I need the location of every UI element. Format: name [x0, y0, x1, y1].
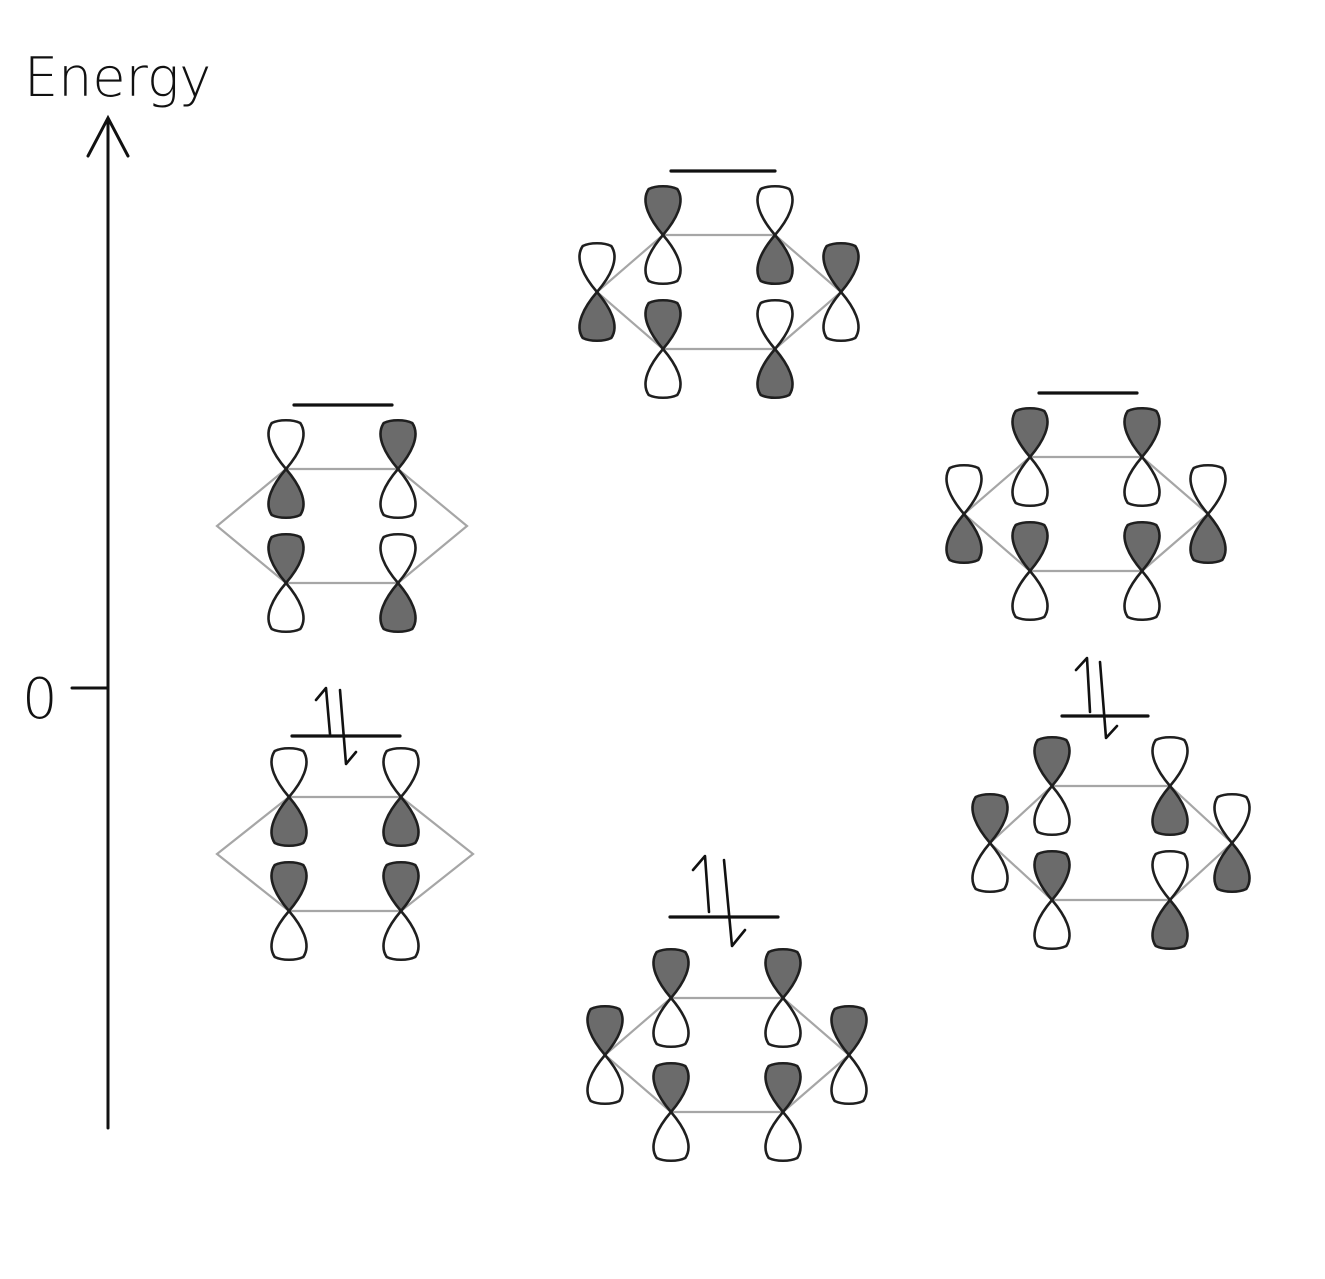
upper-lobe-atom-6 — [578, 241, 616, 294]
energy-axis-arrowhead — [86, 114, 130, 158]
upper-lobe-atom-6 — [586, 1004, 624, 1057]
orbital-psi5 — [945, 406, 1227, 622]
upper-lobe-atom-1 — [267, 418, 305, 471]
upper-lobe-atom-2 — [1123, 406, 1161, 459]
lower-lobe-atom-1 — [270, 795, 308, 848]
lower-lobe-atom-1 — [644, 233, 682, 286]
upper-lobe-atom-1 — [270, 746, 308, 799]
orbital-psi2 — [971, 735, 1251, 951]
upper-lobe-atom-3 — [822, 241, 860, 294]
upper-lobe-atom-2 — [382, 746, 420, 799]
orbital-psi1 — [586, 947, 868, 1163]
lower-lobe-atom-1 — [1011, 455, 1049, 508]
upper-lobe-atom-1 — [1033, 735, 1071, 788]
ring-bonds — [988, 784, 1234, 902]
lower-lobe-atom-4 — [756, 347, 794, 400]
upper-lobe-atom-2 — [1151, 735, 1189, 788]
orbital-psi4 — [215, 418, 469, 634]
lower-lobe-atom-4 — [382, 909, 420, 962]
upper-lobe-atom-5 — [652, 1061, 690, 1114]
upper-lobe-atom-5 — [270, 860, 308, 913]
lower-lobe-atom-2 — [382, 795, 420, 848]
orbital-psi6 — [578, 184, 860, 400]
upper-lobe-atom-5 — [1033, 849, 1071, 902]
ring-bonds — [215, 467, 469, 585]
lower-lobe-atom-3 — [830, 1053, 868, 1106]
spin-down-arrow — [1098, 660, 1119, 740]
lower-lobe-atom-4 — [764, 1110, 802, 1163]
ring-bonds — [603, 996, 851, 1114]
spin-up-arrow — [314, 686, 332, 736]
lower-lobe-atom-5 — [644, 347, 682, 400]
upper-lobe-atom-3 — [1213, 792, 1251, 845]
upper-lobe-atom-1 — [652, 947, 690, 1000]
lower-lobe-atom-4 — [1151, 898, 1189, 951]
upper-lobe-atom-3 — [830, 1004, 868, 1057]
upper-lobe-atom-6 — [945, 463, 983, 516]
lower-lobe-atom-6 — [586, 1053, 624, 1106]
upper-lobe-atom-6 — [971, 792, 1009, 845]
lower-lobe-atom-5 — [270, 909, 308, 962]
upper-lobe-atom-1 — [644, 184, 682, 237]
lower-lobe-atom-4 — [379, 581, 417, 634]
orbital-drawings — [215, 184, 1251, 1163]
upper-lobe-atom-5 — [1011, 520, 1049, 573]
energy-levels — [290, 169, 1150, 919]
lower-lobe-atom-2 — [379, 467, 417, 520]
lower-lobe-atom-6 — [945, 512, 983, 565]
lower-lobe-atom-5 — [1033, 898, 1071, 951]
lower-lobe-atom-6 — [971, 841, 1009, 894]
electron-pair-psi2 — [1074, 656, 1119, 740]
upper-lobe-atom-4 — [379, 532, 417, 585]
upper-lobe-atom-5 — [267, 532, 305, 585]
upper-lobe-atom-3 — [1189, 463, 1227, 516]
spin-down-arrow — [338, 688, 358, 766]
spin-down-arrow — [722, 858, 747, 948]
lower-lobe-atom-2 — [764, 996, 802, 1049]
lower-lobe-atom-6 — [578, 290, 616, 343]
electron-pair-psi1 — [691, 854, 747, 948]
lower-lobe-atom-2 — [756, 233, 794, 286]
upper-lobe-atom-4 — [1151, 849, 1189, 902]
upper-lobe-atom-4 — [382, 860, 420, 913]
lower-lobe-atom-5 — [267, 581, 305, 634]
lower-lobe-atom-2 — [1151, 784, 1189, 837]
lower-lobe-atom-2 — [1123, 455, 1161, 508]
lower-lobe-atom-1 — [652, 996, 690, 1049]
upper-lobe-atom-4 — [756, 298, 794, 351]
lower-lobe-atom-1 — [1033, 784, 1071, 837]
upper-lobe-atom-4 — [1123, 520, 1161, 573]
upper-lobe-atom-5 — [644, 298, 682, 351]
lower-lobe-atom-5 — [652, 1110, 690, 1163]
spin-up-arrow — [1074, 656, 1092, 714]
electron-pairs — [314, 656, 1119, 948]
lower-lobe-atom-3 — [1189, 512, 1227, 565]
lower-lobe-atom-5 — [1011, 569, 1049, 622]
energy-axis-label: Energy — [24, 46, 211, 109]
upper-lobe-atom-2 — [379, 418, 417, 471]
zero-label: 0 — [22, 667, 58, 732]
energy-axis: Energy 0 — [22, 46, 211, 1130]
lower-lobe-atom-4 — [1123, 569, 1161, 622]
orbital-psi3 — [215, 746, 475, 962]
lower-lobe-atom-3 — [822, 290, 860, 343]
upper-lobe-atom-4 — [764, 1061, 802, 1114]
spin-up-arrow — [691, 854, 711, 914]
upper-lobe-atom-2 — [756, 184, 794, 237]
upper-lobe-atom-1 — [1011, 406, 1049, 459]
ring-bonds — [962, 455, 1210, 573]
ring-bonds — [595, 233, 843, 351]
lower-lobe-atom-3 — [1213, 841, 1251, 894]
upper-lobe-atom-2 — [764, 947, 802, 1000]
lower-lobe-atom-1 — [267, 467, 305, 520]
electron-pair-psi3 — [314, 686, 358, 766]
ring-bonds — [215, 795, 475, 913]
